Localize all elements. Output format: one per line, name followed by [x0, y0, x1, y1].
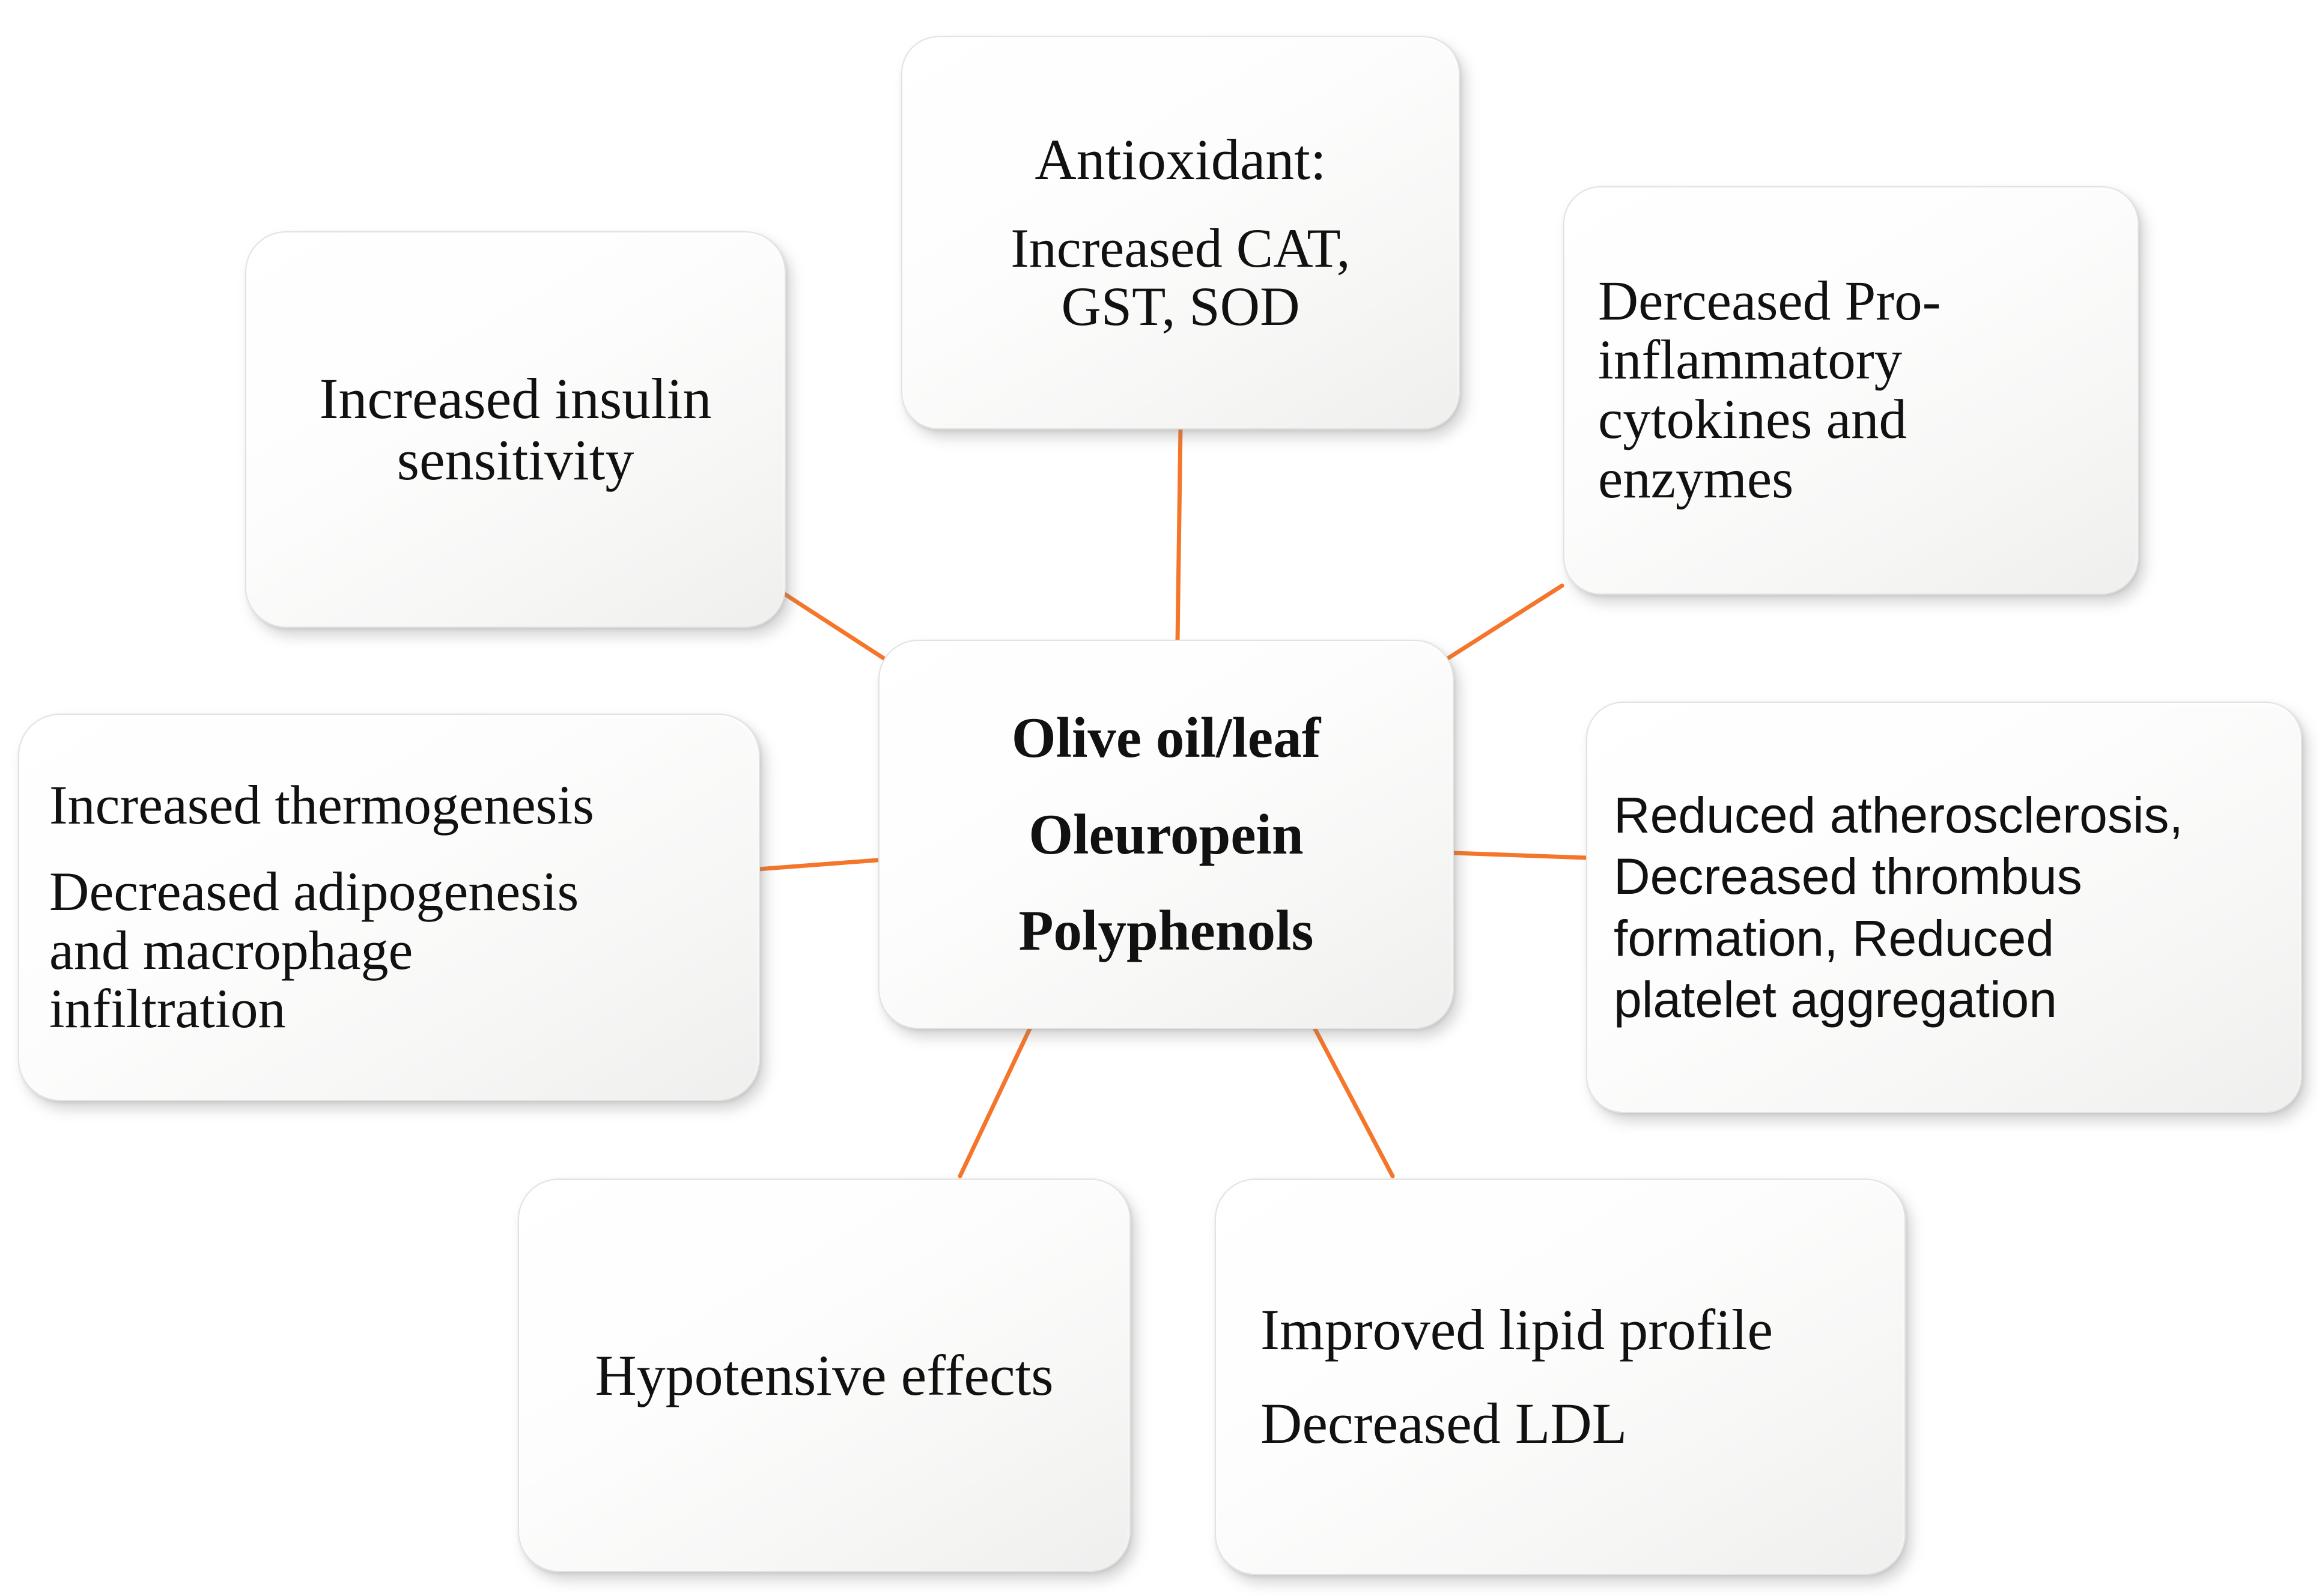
- node-antioxidant-line-1: Antioxidant:: [1035, 127, 1327, 192]
- connector-center-to-antioxidant: [1175, 425, 1183, 644]
- node-proinflammatory-line-2: inflammatory: [1598, 329, 1903, 392]
- node-antioxidant-line-3: GST, SOD: [1061, 276, 1300, 338]
- node-proinflammatory-line-1: Derceased Pro-: [1598, 270, 1941, 332]
- node-atherosclerosis[interactable]: Reduced atherosclerosis, Decreased throm…: [1586, 702, 2302, 1113]
- node-lipid-line-1: Improved lipid profile: [1260, 1297, 1773, 1362]
- node-lipid-line-2: Decreased LDL: [1260, 1391, 1628, 1455]
- node-antioxidant[interactable]: Antioxidant: Increased CAT, GST, SOD: [901, 36, 1460, 429]
- node-insulin-line-2: sensitivity: [397, 428, 634, 492]
- connector-center-to-thermogenesis: [756, 858, 880, 872]
- node-atherosclerosis-line-3: formation, Reduced: [1614, 909, 2055, 966]
- node-atherosclerosis-line-2: Decreased thrombus: [1614, 848, 2082, 905]
- node-thermogenesis-line-1: Increased thermogenesis: [49, 774, 594, 836]
- node-thermogenesis[interactable]: Increased thermogenesis Decreased adipog…: [18, 714, 760, 1101]
- node-center-line-3: Polyphenols: [1018, 899, 1314, 963]
- node-center-olive-oil[interactable]: Olive oil/leaf Oleuropein Polyphenols: [878, 640, 1454, 1029]
- node-antioxidant-line-2: Increased CAT,: [1011, 217, 1351, 279]
- connector-center-to-lipid: [1308, 1019, 1395, 1179]
- node-hypotensive[interactable]: Hypotensive effects: [518, 1179, 1131, 1572]
- node-proinflammatory-line-3: cytokines and: [1598, 389, 1907, 451]
- node-hypotensive-line-1: Hypotensive effects: [595, 1343, 1054, 1407]
- connector-center-to-inflammation: [1430, 583, 1564, 670]
- node-thermogenesis-line-3: and macrophage: [49, 919, 413, 981]
- node-insulin-line-1: Increased insulin: [319, 366, 712, 431]
- node-center-line-1: Olive oil/leaf: [1011, 705, 1321, 769]
- node-proinflammatory[interactable]: Derceased Pro- inflammatory cytokines an…: [1563, 186, 2139, 595]
- node-lipid-profile[interactable]: Improved lipid profile Decreased LDL: [1215, 1179, 1906, 1575]
- node-proinflammatory-line-4: enzymes: [1598, 448, 1794, 510]
- node-atherosclerosis-line-4: platelet aggregation: [1614, 971, 2057, 1028]
- connector-center-to-hypotensive: [958, 1019, 1036, 1179]
- node-insulin-sensitivity[interactable]: Increased insulin sensitivity: [245, 231, 786, 628]
- node-thermogenesis-line-4: infiltration: [49, 978, 286, 1040]
- connector-center-to-atherosclerosis: [1451, 851, 1588, 860]
- node-center-line-2: Oleuropein: [1029, 802, 1304, 866]
- node-atherosclerosis-line-1: Reduced atherosclerosis,: [1614, 786, 2183, 843]
- node-thermogenesis-line-2: Decreased adipogenesis: [49, 860, 579, 922]
